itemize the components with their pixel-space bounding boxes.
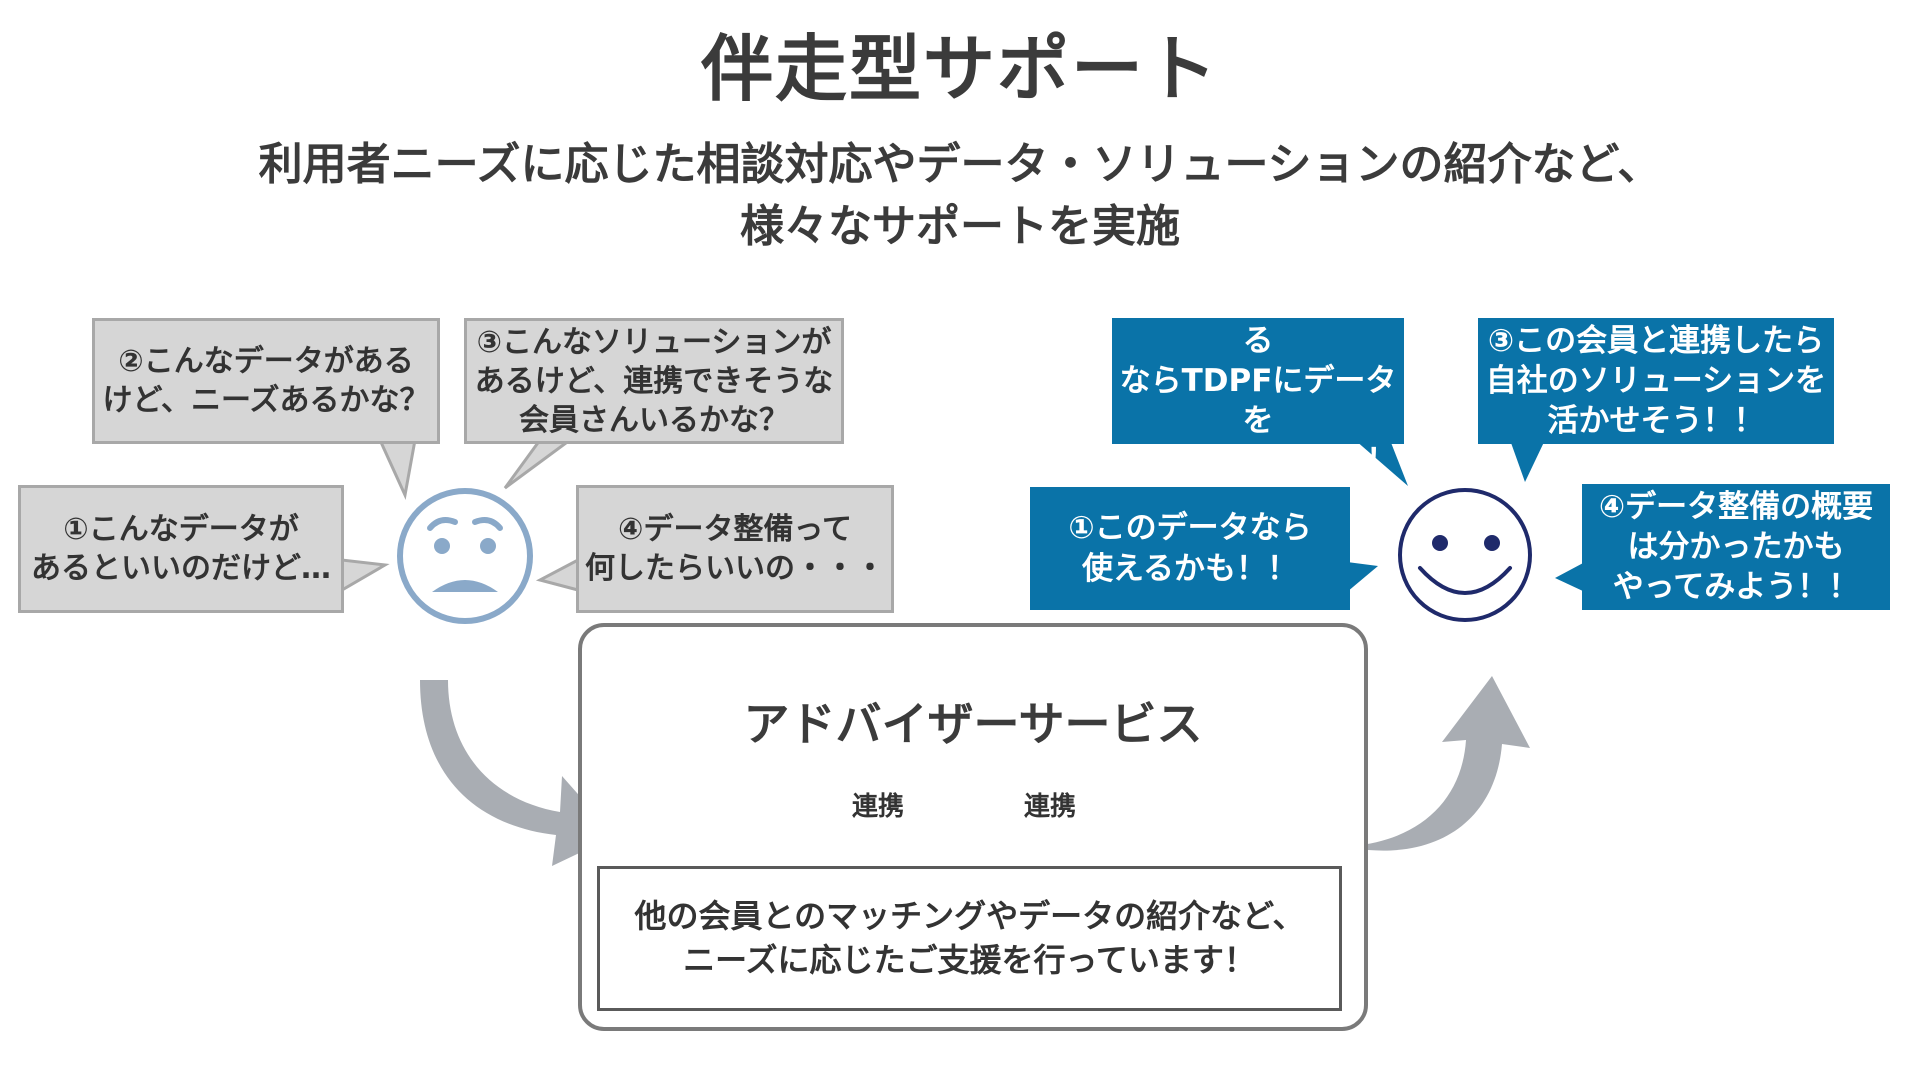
blue-bubble-tails	[1347, 440, 1585, 592]
before-bubble-4: ④データ整備って 何したらいいの・・・	[576, 485, 894, 613]
subtitle-line-1: 利用者ニーズに応じた相談対応やデータ・ソリューションの紹介など、	[258, 139, 1662, 190]
happy-face-icon	[1398, 488, 1532, 622]
before-bubble-2: ②こんなデータがある けど、ニーズあるかな？	[92, 318, 440, 444]
curved-arrow-icon-right	[1352, 676, 1530, 851]
curved-arrow-icon	[420, 680, 615, 866]
after-bubble-1: ①このデータなら 使えるかも！！	[1030, 487, 1350, 610]
after-bubble-2: ②こんなニーズがある ならTDPFにデータを 掲載してみよう！！	[1112, 282, 1404, 479]
advisor-service-description: 他の会員とのマッチングやデータの紹介など、 ニーズに応じたご支援を行っています！	[597, 866, 1342, 1011]
advisor-service-title: アドバイザーサービス	[743, 697, 1203, 751]
before-bubble-1: ①こんなデータが あるといいのだけど…	[18, 485, 344, 613]
after-bubble-3: ③この会員と連携したら 自社のソリューションを 活かせそう！！	[1478, 318, 1834, 444]
before-bubble-3: ③こんなソリューションが あるけど、連携できそうな 会員さんいるかな？	[464, 318, 844, 444]
link-label-right: 連携	[1024, 792, 1077, 822]
page-title: 伴走型サポート	[700, 27, 1219, 111]
subtitle-line-2: 様々なサポートを実施	[740, 201, 1180, 252]
link-label-left: 連携	[852, 792, 905, 822]
sad-face-icon	[397, 488, 533, 624]
after-bubble-4: ④データ整備の概要 は分かったかも やってみよう！！	[1582, 484, 1890, 610]
